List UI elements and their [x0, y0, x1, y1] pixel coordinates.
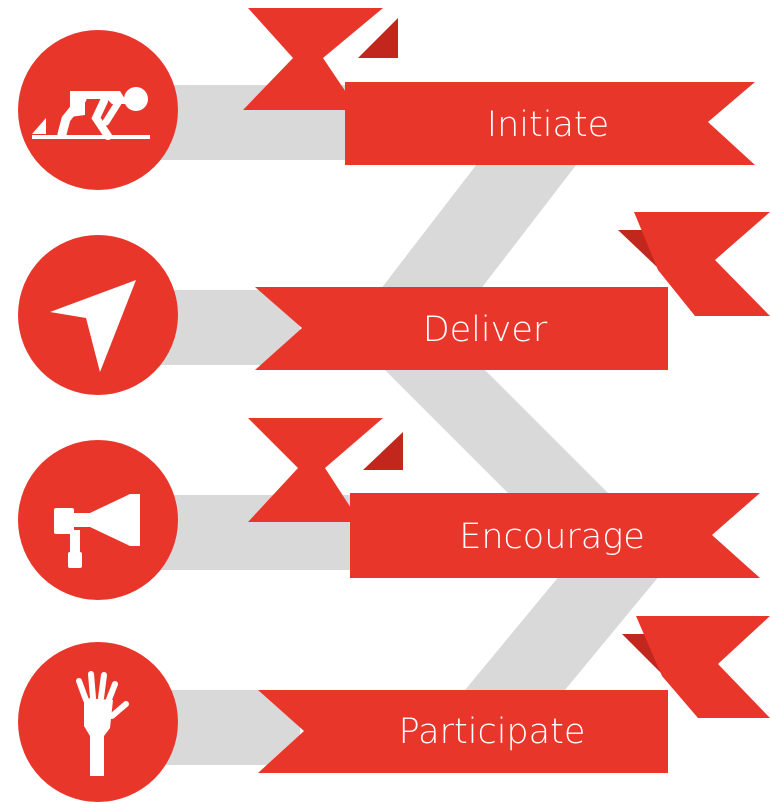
ribbon-tail-4 [636, 616, 770, 718]
step-circle-4 [18, 642, 178, 802]
navigation-arrow-icon [50, 280, 136, 372]
ribbon-step-1: Initiate [345, 82, 755, 165]
connector-bands [160, 85, 660, 765]
ribbon-fold-1 [358, 18, 398, 58]
ribbon-tail-2 [634, 212, 770, 316]
ribbon-step-2: Deliver [255, 287, 668, 370]
raised-hand-icon [76, 671, 129, 776]
connector-diagonal-1 [380, 160, 580, 290]
step-circle-2 [18, 235, 178, 395]
connector-diagonal-2 [380, 365, 610, 495]
ribbon-fold-3 [363, 432, 403, 470]
megaphone-icon [54, 494, 140, 568]
ribbon-tail-3 [248, 418, 383, 522]
ribbon-step-3: Encourage [350, 493, 760, 578]
ribbon-tails [243, 8, 770, 718]
ribbon-label-1: Initiate [487, 105, 609, 145]
step-circle-1 [18, 30, 178, 190]
ribbon-label-4: Participate [399, 712, 586, 752]
ribbon-label-3: Encourage [459, 517, 645, 557]
step-circle-3 [18, 440, 178, 600]
ribbon-step-4: Participate [258, 690, 668, 773]
ribbon-body-4 [258, 690, 668, 773]
runner-starting-icon [32, 87, 150, 140]
connector-diagonal-3 [465, 575, 660, 690]
ribbon-tail-1 [243, 8, 383, 110]
ribbon-label-2: Deliver [423, 310, 548, 350]
ribbon-body-3 [350, 493, 760, 578]
ribbon-body-2 [255, 287, 668, 370]
ribbon-body-1 [345, 82, 755, 165]
